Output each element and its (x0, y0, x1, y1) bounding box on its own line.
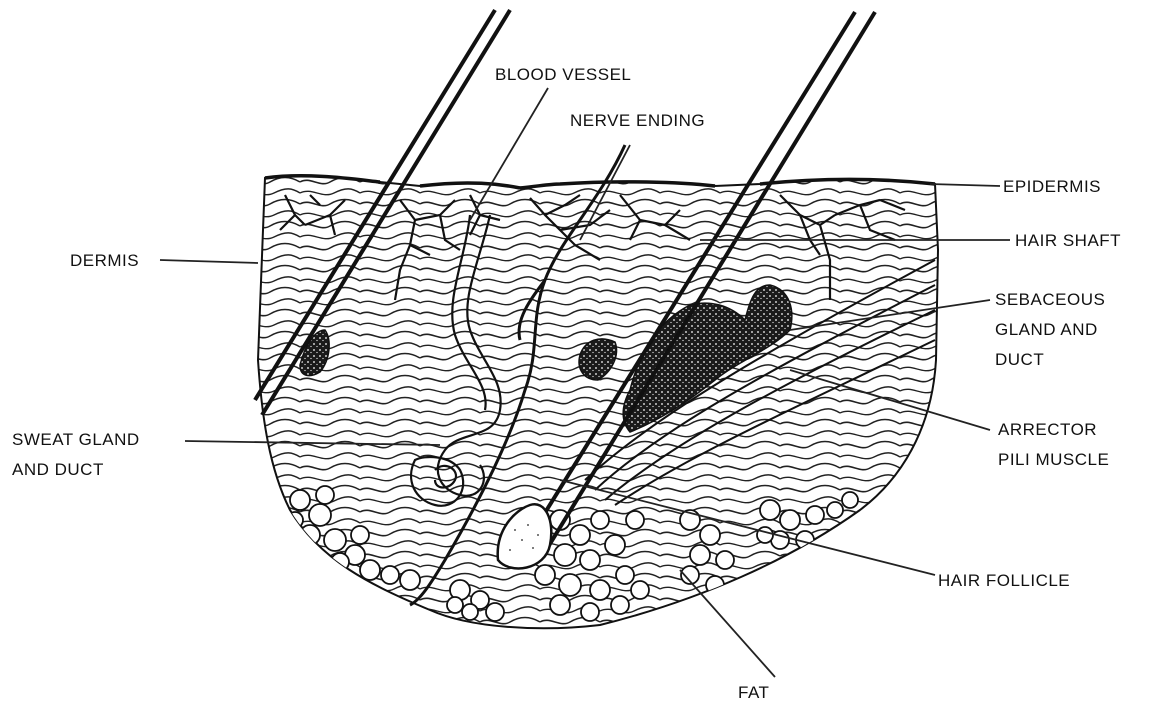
label-arrector-line-2: PILI MUSCLE (998, 447, 1109, 473)
label-sweat-gland-line-2: AND DUCT (12, 457, 104, 483)
leader-fat (680, 570, 775, 677)
label-dermis: DERMIS (70, 248, 139, 274)
label-sweat-gland-line-1: SWEAT GLAND (12, 427, 140, 453)
label-hair-follicle: HAIR FOLLICLE (938, 568, 1070, 594)
label-epidermis: EPIDERMIS (1003, 174, 1101, 200)
label-hair-shaft: HAIR SHAFT (1015, 228, 1121, 254)
label-sebaceous-line-1: SEBACEOUS (995, 287, 1105, 313)
label-sebaceous-line-3: DUCT (995, 347, 1044, 373)
label-fat: FAT (738, 680, 769, 706)
label-arrector-line-1: ARRECTOR (998, 417, 1097, 443)
leader-epidermis (930, 184, 1000, 186)
label-blood-vessel: BLOOD VESSEL (495, 62, 631, 88)
label-sebaceous-line-2: GLAND AND (995, 317, 1098, 343)
leader-dermis (160, 260, 258, 263)
label-nerve-ending: NERVE ENDING (570, 108, 705, 134)
